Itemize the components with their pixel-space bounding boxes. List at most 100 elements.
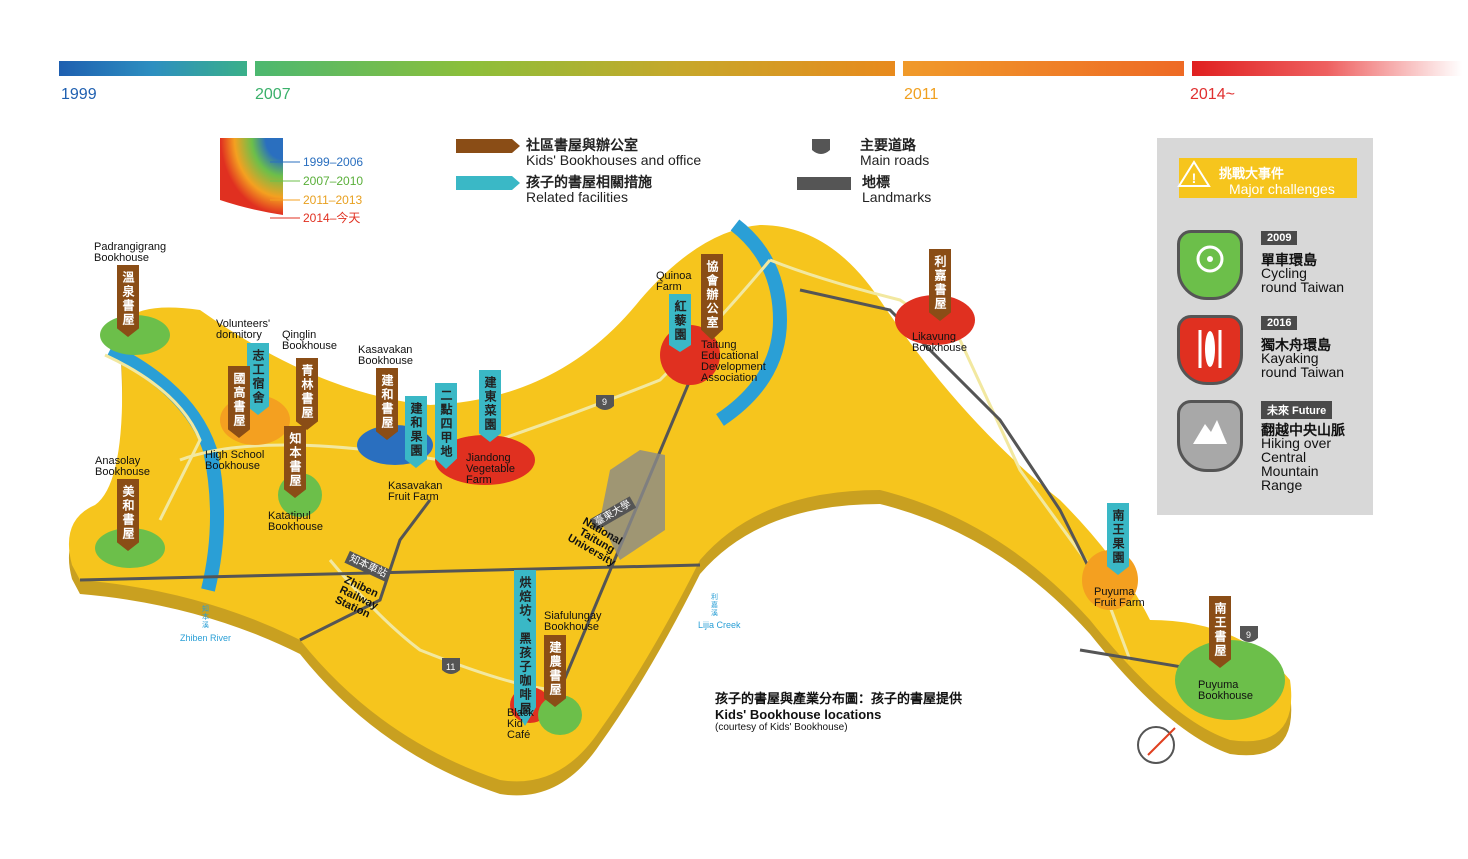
label-puyuma: Puyuma Bookhouse [1198,679,1254,702]
timeline-bar-2007 [255,61,895,76]
tag-jianhe-guoyuan: 建和果園 [405,396,427,468]
label-puyuma-fruit: Puyuma Fruit Farm [1094,586,1145,609]
route-11-shield [442,658,460,674]
hiking-en: Hiking over Central Mountain Range [1261,435,1332,493]
timeline-bar-1999 [59,61,247,76]
map-caption: 孩子的書屋與產業分布圖：孩子的書屋提供 Kids' Bookhouse loca… [715,688,962,733]
label-quinoa: Quinoa Farm [656,270,692,293]
challenges-header [1179,158,1357,198]
legend-road: 主要道路 Main roads [860,138,929,168]
challenges-panel: ! 挑戰大事件 Major challenges 2009 單車環島 Cycli… [1157,138,1373,515]
legend-bookhouse-en: Kids' Bookhouses and office [526,152,702,168]
svg-text:!: ! [1192,170,1197,186]
year-2011: 2011 [904,86,939,103]
label-kasavakan-fruit: Kasavakan Fruit Farm [388,480,443,503]
hiking-zh: 翻越中央山脈 [1261,422,1345,438]
label-jiandong-veg: Jiandong Vegetable Farm [466,452,515,486]
legend-landmark: 地標 Landmarks [862,175,931,205]
label-taitung-assoc: Taitung Educational Development Associat… [701,339,766,384]
challenges-title-zh: 挑戰大事件 [1219,166,1285,181]
tag-wenquan: 溫泉書屋 [117,265,139,337]
label-blackkid: Black Kid Café [507,707,534,741]
cycling-en: Cycling round Taiwan [1261,265,1345,295]
caption-en: Kids' Bookhouse locations [715,707,882,722]
year-2016-badge: 2016 [1261,316,1298,330]
route-11-label: 11 [446,662,456,672]
legend-facility: 孩子的書屋相關措施 Related facilities [526,175,652,205]
tag-jiandong: 建東菜園 [479,370,501,442]
label-volunteers: Volunteers' dormitory [216,318,271,341]
era-2007: 2007–2010 [303,174,364,188]
era-2014: 2014–今天 [303,211,361,225]
era-2011: 2011–2013 [303,193,363,207]
tag-hongli: 紅藜園 [669,294,691,352]
landmark-legend-swatch [797,177,851,190]
bike-icon [1177,230,1243,300]
tag-qinglin: 青林書屋 [296,358,318,430]
lijia-creek [716,219,788,426]
bookhouse-legend-swatch [456,139,520,153]
legend-bookhouse: 社區書屋與辦公室 Kids' Bookhouses and office [526,138,701,168]
legend-road-zh: 主要道路 [860,137,916,153]
tag-hongbei: 烘焙坊、黑孩子咖啡屋 [514,570,536,726]
label-qinglin: Qinglin Bookhouse [282,329,338,352]
label-lijia-creek-en: Lijia Creek [698,620,741,630]
timeline-bar-2011 [903,61,1184,76]
caption-zh: 孩子的書屋與產業分布圖：孩子的書屋提供 [715,691,963,706]
label-zhiben-river-zh: 知 本 溪 [202,606,209,629]
label-anasolay: Anasolay Bookhouse [95,455,151,478]
label-kasavakan: Kasavakan Bookhouse [358,344,414,367]
label-lijia-creek-zh: 利 嘉 溪 [711,594,718,617]
tag-zhigong: 志工宿舍 [247,343,269,415]
year-1999: 1999 [61,86,97,103]
legend-bookhouse-zh: 社區書屋與辦公室 [526,137,638,153]
legend-facility-en: Related facilities [526,189,628,205]
zhiben-river [106,343,224,592]
tag-zhiben: 知本書屋 [284,426,306,498]
year-2009-badge: 2009 [1261,231,1298,245]
challenges-title-en: Major challenges [1229,181,1335,197]
land-area [68,225,1292,782]
wheel-icon [1196,245,1224,273]
paddle-icon [1198,330,1222,368]
tag-meihe: 美和書屋 [117,479,139,551]
year-2007: 2007 [255,86,291,103]
label-likavung: Likavung Bookhouse [912,331,968,354]
timeline-bar-2014 [1192,61,1462,76]
route-9-label: 9 [602,397,608,407]
era-1999: 1999–2006 [303,155,364,169]
tag-nanwang: 南王書屋 [1209,596,1231,668]
tag-nanwang-guoyuan: 南王果園 [1107,503,1129,575]
label-katatipul: Katatipul Bookhouse [268,510,324,533]
mountain-icon [1193,420,1227,444]
legend-landmark-en: Landmarks [862,189,932,205]
route-9-shield-east [1240,626,1258,642]
tag-jianhe: 建和書屋 [376,368,398,440]
kayaking-en: Kayaking round Taiwan [1261,350,1345,380]
warning-icon: ! [1177,160,1211,187]
route-9-shield [596,395,614,410]
legend-facility-zh: 孩子的書屋相關措施 [526,174,652,190]
cycling-zh: 單車環島 [1261,252,1317,268]
tag-guogao: 國高書屋 [228,366,250,438]
compass-icon [1137,726,1176,764]
legend-landmark-zh: 地標 [862,174,890,190]
tag-lijia: 利嘉書屋 [929,249,951,321]
tag-jiannong: 建農書屋 [544,635,566,707]
legend-road-en: Main roads [860,152,930,168]
label-highschool: High School Bookhouse [205,449,265,472]
facility-legend-swatch [456,176,520,190]
year-future-badge: 未來 Future [1261,401,1333,419]
route-9-label-east: 9 [1246,630,1252,640]
year-2014: 2014~ [1190,86,1235,103]
label-padrangigrang: Padrangigrang Bookhouse [94,241,167,264]
road-legend-icon [812,139,830,154]
tag-erdian: 二點四甲地 [435,383,457,469]
bookhouse-sites [95,295,1285,735]
tag-xiehui: 協會辦公室 [701,254,723,340]
label-zhiben-river-en: Zhiben River [180,633,232,643]
kayaking-zh: 獨木舟環島 [1261,337,1331,353]
label-siafulungay: Siafulungay Bookhouse [544,610,602,633]
era-legend-swatch [220,138,300,219]
